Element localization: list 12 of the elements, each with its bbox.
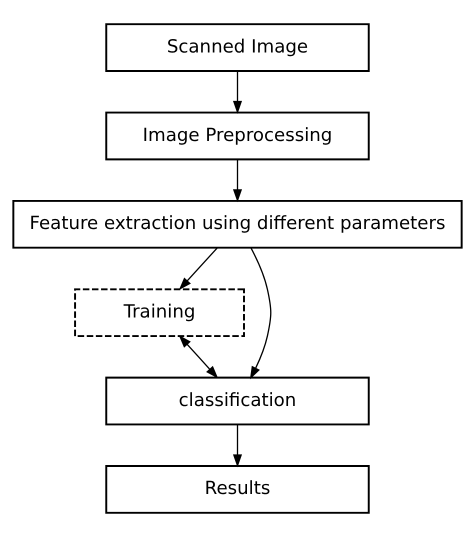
node-box: Scanned Image — [105, 22, 370, 72]
arrow — [178, 247, 218, 290]
arrow — [178, 334, 218, 378]
node-box: Training — [74, 288, 245, 337]
arrow — [232, 424, 242, 467]
arrow — [232, 70, 242, 114]
node-box: Feature extraction using different parameters — [12, 199, 463, 248]
arrow — [232, 159, 242, 202]
node-box: Results — [105, 464, 370, 514]
node-box: Image Preprocessing — [105, 111, 370, 160]
node-box: classification — [105, 376, 370, 425]
arrow — [250, 246, 272, 379]
